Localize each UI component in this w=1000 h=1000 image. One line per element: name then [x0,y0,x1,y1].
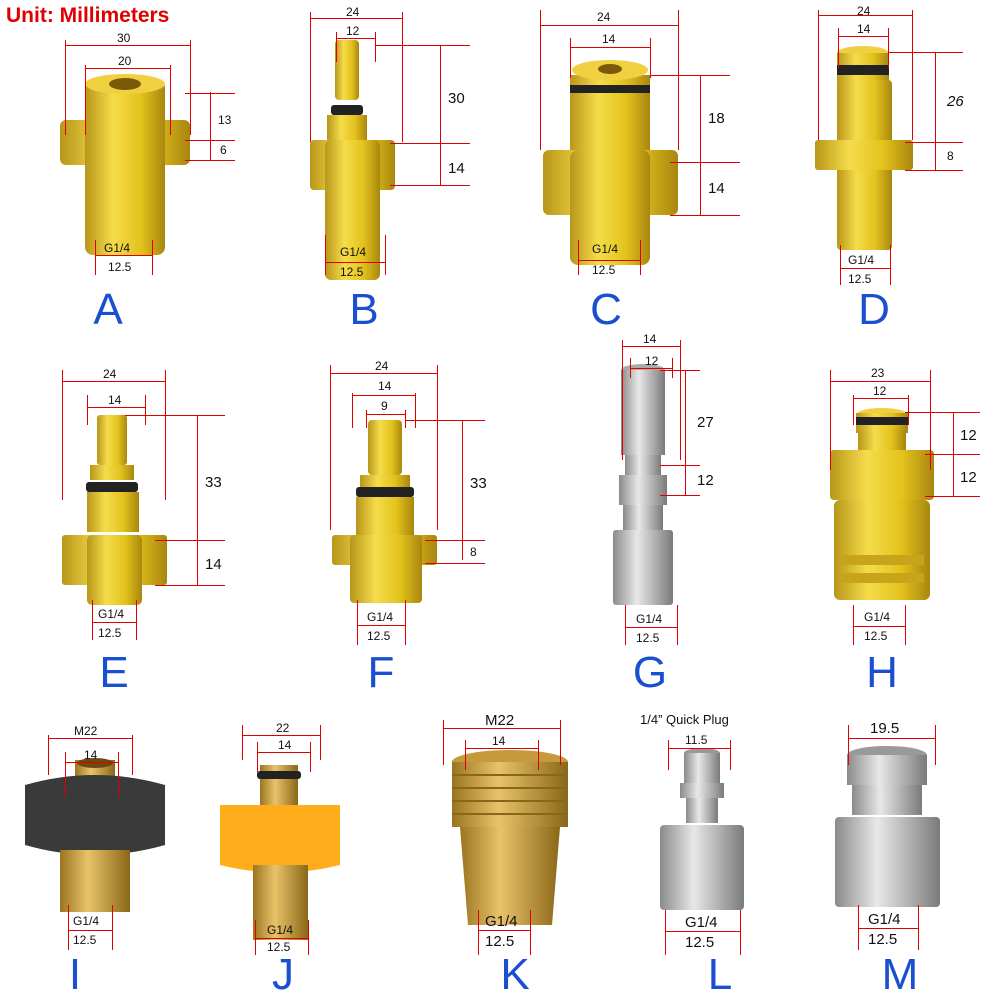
part-a-h2: 6 [220,143,227,157]
part-h-h2: 12 [960,469,977,486]
part-f-h2: 8 [470,545,477,559]
part-e-h2: 14 [205,556,222,573]
part-d-letter: D [858,285,890,334]
unit-label: Unit: Millimeters [6,4,170,27]
part-j-thread: G1/4 [267,923,294,937]
part-e-h1: 33 [205,474,222,491]
part-d-h1: 26 [947,93,964,110]
part-g-letter: G [632,648,668,697]
adapter-a-image [60,74,190,255]
part-d-dim2: 14 [857,22,871,36]
part-i-dim1: M22 [74,724,98,738]
part-b-dim1: 24 [346,5,360,19]
part-k-bore: 12.5 [485,933,515,950]
adapter-k-image [452,750,568,925]
part-b-h2: 14 [448,160,465,177]
part-e-letter: E [99,648,129,697]
part-d-h2: 8 [947,149,954,163]
adapter-h-image [830,408,934,600]
part-j-bore: 12.5 [267,940,291,954]
part-c-dim1: 24 [597,10,611,24]
part-k-dim2: 14 [492,734,506,748]
part-e-thread: G1/4 [98,607,125,621]
adapter-d-image [815,46,913,250]
part-e-dim2: 14 [108,393,122,407]
part-b-letter: B [349,285,379,334]
part-j-dim2: 14 [278,738,292,752]
part-a-thread: G1/4 [104,241,131,255]
part-l-bore: 12.5 [685,934,715,951]
part-c-bore: 12.5 [592,263,616,277]
part-i-thread: G1/4 [73,914,100,928]
adapter-e-image [62,415,167,605]
part-h-thread: G1/4 [864,610,891,624]
part-f-thread: G1/4 [367,610,394,624]
part-l-letter: L [707,950,733,999]
part-g-h1: 27 [697,414,714,431]
part-l-thread: G1/4 [685,914,718,931]
adapter-l-image [660,748,744,910]
part-i-letter: I [68,950,82,999]
part-k-letter: K [500,950,530,999]
part-h-h1: 12 [960,427,977,444]
part-l-title: 1/4” Quick Plug [640,712,729,727]
part-h-dim2: 12 [873,384,887,398]
part-a-dim1: 30 [117,31,131,45]
part-a-bore: 12.5 [108,260,132,274]
adapter-f-image [332,420,437,603]
part-k-thread: G1/4 [485,913,518,930]
part-a-letter: A [93,285,123,334]
part-e-dim1: 24 [103,367,117,381]
part-b-thread: G1/4 [340,245,367,259]
part-e-bore: 12.5 [98,626,122,640]
adapter-i-image [25,758,165,912]
adapter-g-image [613,364,673,605]
part-f-h1: 33 [470,475,487,492]
part-i-dim2: 14 [84,748,98,762]
part-m-bore: 12.5 [868,931,898,948]
part-b-bore: 12.5 [340,265,364,279]
part-h-bore: 12.5 [864,629,888,643]
part-f-bore: 12.5 [367,629,391,643]
part-b-h1: 30 [448,90,465,107]
part-c-letter: C [590,285,622,334]
part-a-dim2: 20 [118,54,132,68]
part-k-dim1: M22 [485,712,515,729]
part-b-dim2: 12 [346,24,360,38]
part-j-letter: J [272,950,294,999]
part-g-dim2: 12 [645,354,659,368]
part-g-h2: 12 [697,472,714,489]
part-c-dim2: 14 [602,32,616,46]
part-d-dim1: 24 [857,4,871,18]
part-h-dim1: 23 [871,366,885,380]
part-m-dim1: 19.5 [870,720,900,737]
adapter-c-image [543,60,678,265]
part-c-h2: 14 [708,180,725,197]
adapter-j-image [220,765,340,940]
part-l-dim1: 11.5 [685,733,708,747]
part-g-thread: G1/4 [636,612,663,626]
part-c-h1: 18 [708,110,725,127]
part-g-dim1: 14 [643,332,657,346]
part-j-dim1: 22 [276,721,290,735]
adapter-m-image [835,746,940,907]
part-f-dim2: 14 [378,379,392,393]
part-h-letter: H [866,648,898,697]
part-g-bore: 12.5 [636,631,660,645]
part-f-dim3: 9 [381,399,388,413]
part-c-thread: G1/4 [592,242,619,256]
part-m-thread: G1/4 [868,911,901,928]
part-f-dim1: 24 [375,359,389,373]
part-a-h1: 13 [218,113,232,127]
part-f-letter: F [367,648,395,697]
part-d-bore: 12.5 [848,272,872,286]
part-d-thread: G1/4 [848,253,875,267]
part-i-bore: 12.5 [73,933,97,947]
adapter-b-image [310,40,395,280]
part-m-letter: M [881,950,919,999]
